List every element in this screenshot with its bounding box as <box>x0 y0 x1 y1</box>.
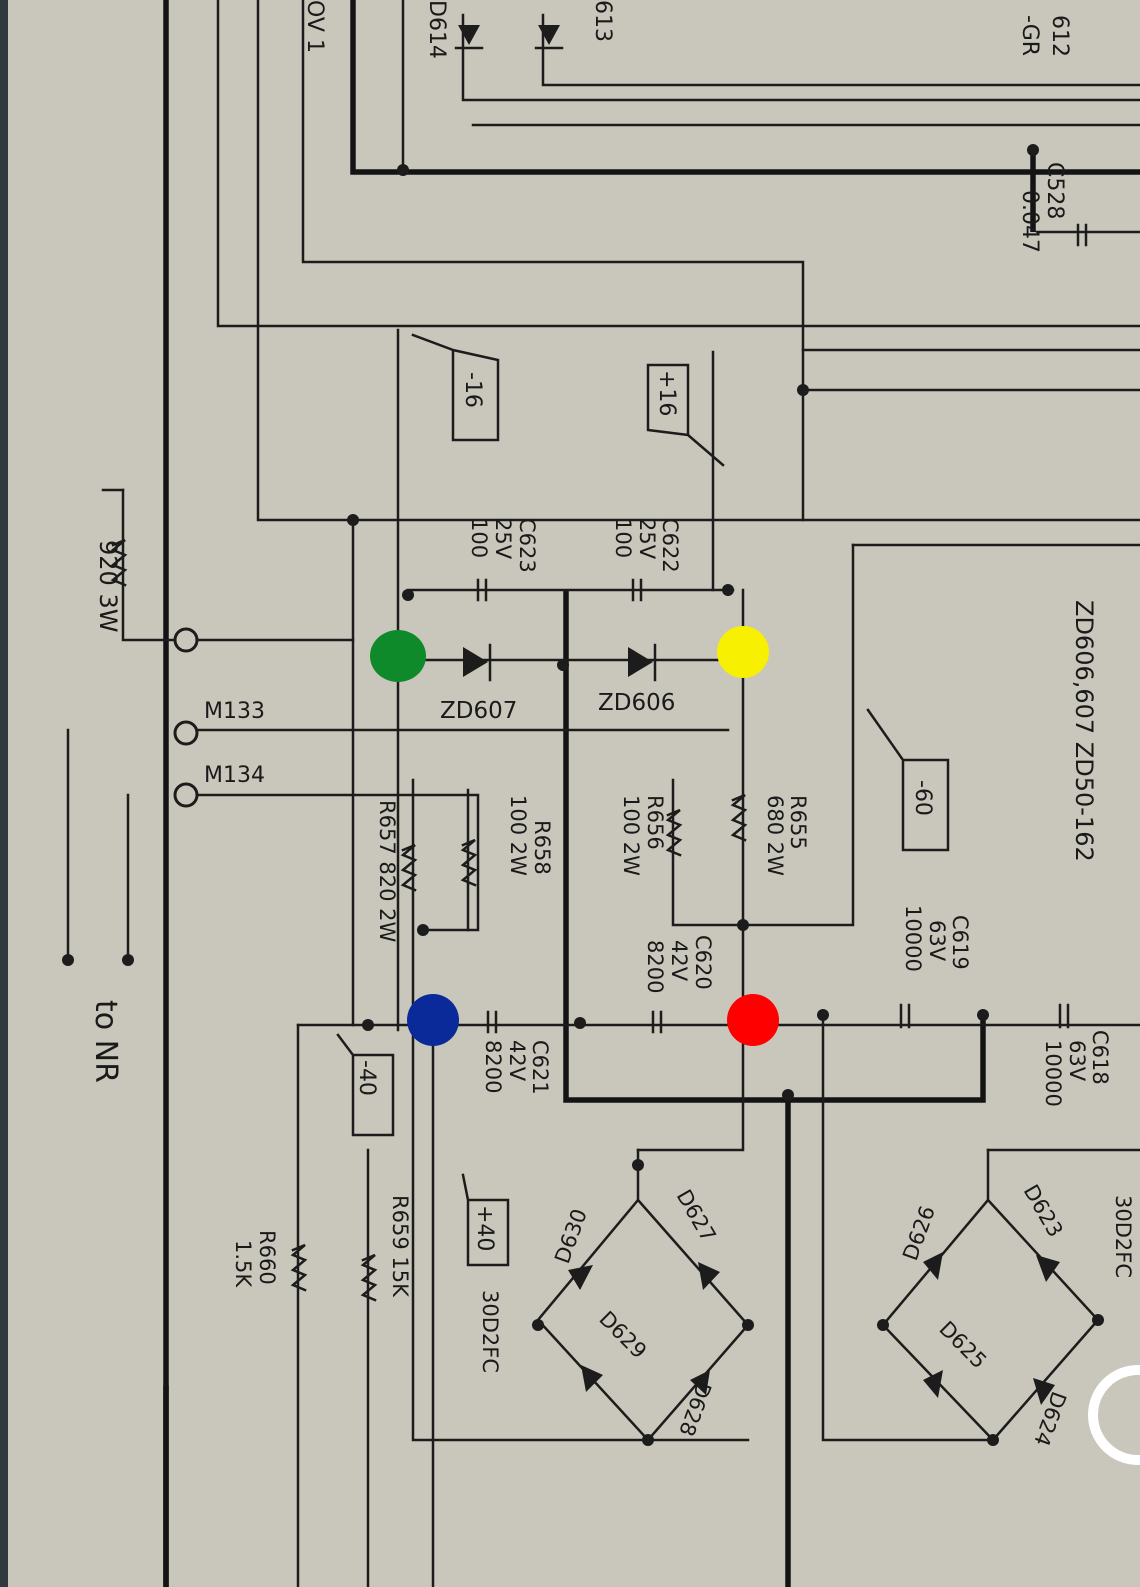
c528-value: 0.047 <box>1017 190 1042 253</box>
c528-label: C528 <box>1042 162 1067 219</box>
schematic-paper: ZD606,607 ZD50-162 C528 0.047 612 -GR 61… <box>8 0 1140 1587</box>
c621-capacitance: 8200 <box>481 1040 505 1093</box>
c622-voltage: 25V <box>635 518 659 560</box>
tp-plus40-label: +40 <box>472 1205 497 1251</box>
c618-label: C618 <box>1088 1030 1112 1085</box>
r660-value: 1.5K <box>231 1240 255 1288</box>
to-nr-label: to NR <box>88 1000 123 1083</box>
c621-label: C621 <box>528 1040 552 1095</box>
c623-voltage: 25V <box>491 518 515 560</box>
tp-minus40-label: -40 <box>354 1060 379 1096</box>
red-marker <box>727 994 779 1046</box>
connector-pins <box>62 627 199 966</box>
blue-marker <box>407 994 459 1046</box>
top-diodes <box>454 25 564 50</box>
resistor-920-label: 920 3W <box>94 540 122 632</box>
r658-label: R658 <box>530 820 554 875</box>
d614-label: D614 <box>424 0 449 59</box>
bus-lines <box>163 0 1140 1587</box>
c619-capacitance: 10000 <box>901 905 925 972</box>
r659-label: R659 15K <box>388 1195 412 1298</box>
c619-label: C619 <box>948 915 972 970</box>
capacitors <box>476 223 1140 1034</box>
resistors <box>110 538 748 1302</box>
d612-gr-label: -GR <box>1017 15 1042 56</box>
r655-value: 680 2W <box>763 795 787 876</box>
c620-capacitance: 8200 <box>643 940 667 993</box>
r660-label: R660 <box>255 1230 279 1285</box>
tp-plus16-label: +16 <box>654 370 679 416</box>
c618-capacitance: 10000 <box>1041 1040 1065 1107</box>
green-marker <box>370 630 426 682</box>
r656-label: R656 <box>643 795 667 850</box>
r656-value: 100 2W <box>619 795 643 876</box>
zd-note-label: ZD606,607 ZD50-162 <box>1070 600 1098 862</box>
m133-label: M133 <box>204 699 265 724</box>
zener-diodes <box>463 643 657 682</box>
r658-value: 100 2W <box>506 795 530 876</box>
c618-voltage: 63V <box>1065 1040 1089 1082</box>
c621-voltage: 42V <box>505 1040 529 1082</box>
zd606-label: ZD606 <box>598 690 675 716</box>
m134-label: M134 <box>204 763 265 788</box>
yellow-marker <box>717 626 769 678</box>
c620-voltage: 42V <box>667 940 691 982</box>
c623-label: C623 <box>515 518 539 573</box>
r655-label: R655 <box>786 795 810 850</box>
bridge-rectifier-2 <box>881 1148 1100 1442</box>
c622-capacitance: 100 <box>611 518 635 558</box>
ov1-label: OV 1 <box>302 0 327 53</box>
tp-minus16-label: -16 <box>460 372 485 408</box>
schematic-diagram: ZD606,607 ZD50-162 C528 0.047 612 -GR 61… <box>8 0 1140 1587</box>
c622-label: C622 <box>658 518 682 573</box>
c619-voltage: 63V <box>925 920 949 962</box>
test-point-flags <box>336 333 950 1267</box>
d612-label: 612 <box>1047 15 1072 57</box>
bridge-rectifier-1 <box>536 1148 750 1442</box>
diode-type-label: 30D2FC <box>478 1290 502 1373</box>
diode-type-2-label: 30D2FC <box>1111 1195 1135 1278</box>
r657-label: R657 820 2W <box>375 800 399 942</box>
d613-label: 613 <box>590 0 615 42</box>
annotation-markers <box>370 626 779 1046</box>
edge-circle <box>1088 1365 1140 1465</box>
tp-minus60-label: -60 <box>910 780 935 816</box>
c623-capacitance: 100 <box>467 518 491 558</box>
c620-label: C620 <box>691 935 715 990</box>
zd607-label: ZD607 <box>440 698 517 724</box>
junction-dots <box>347 144 1104 1446</box>
